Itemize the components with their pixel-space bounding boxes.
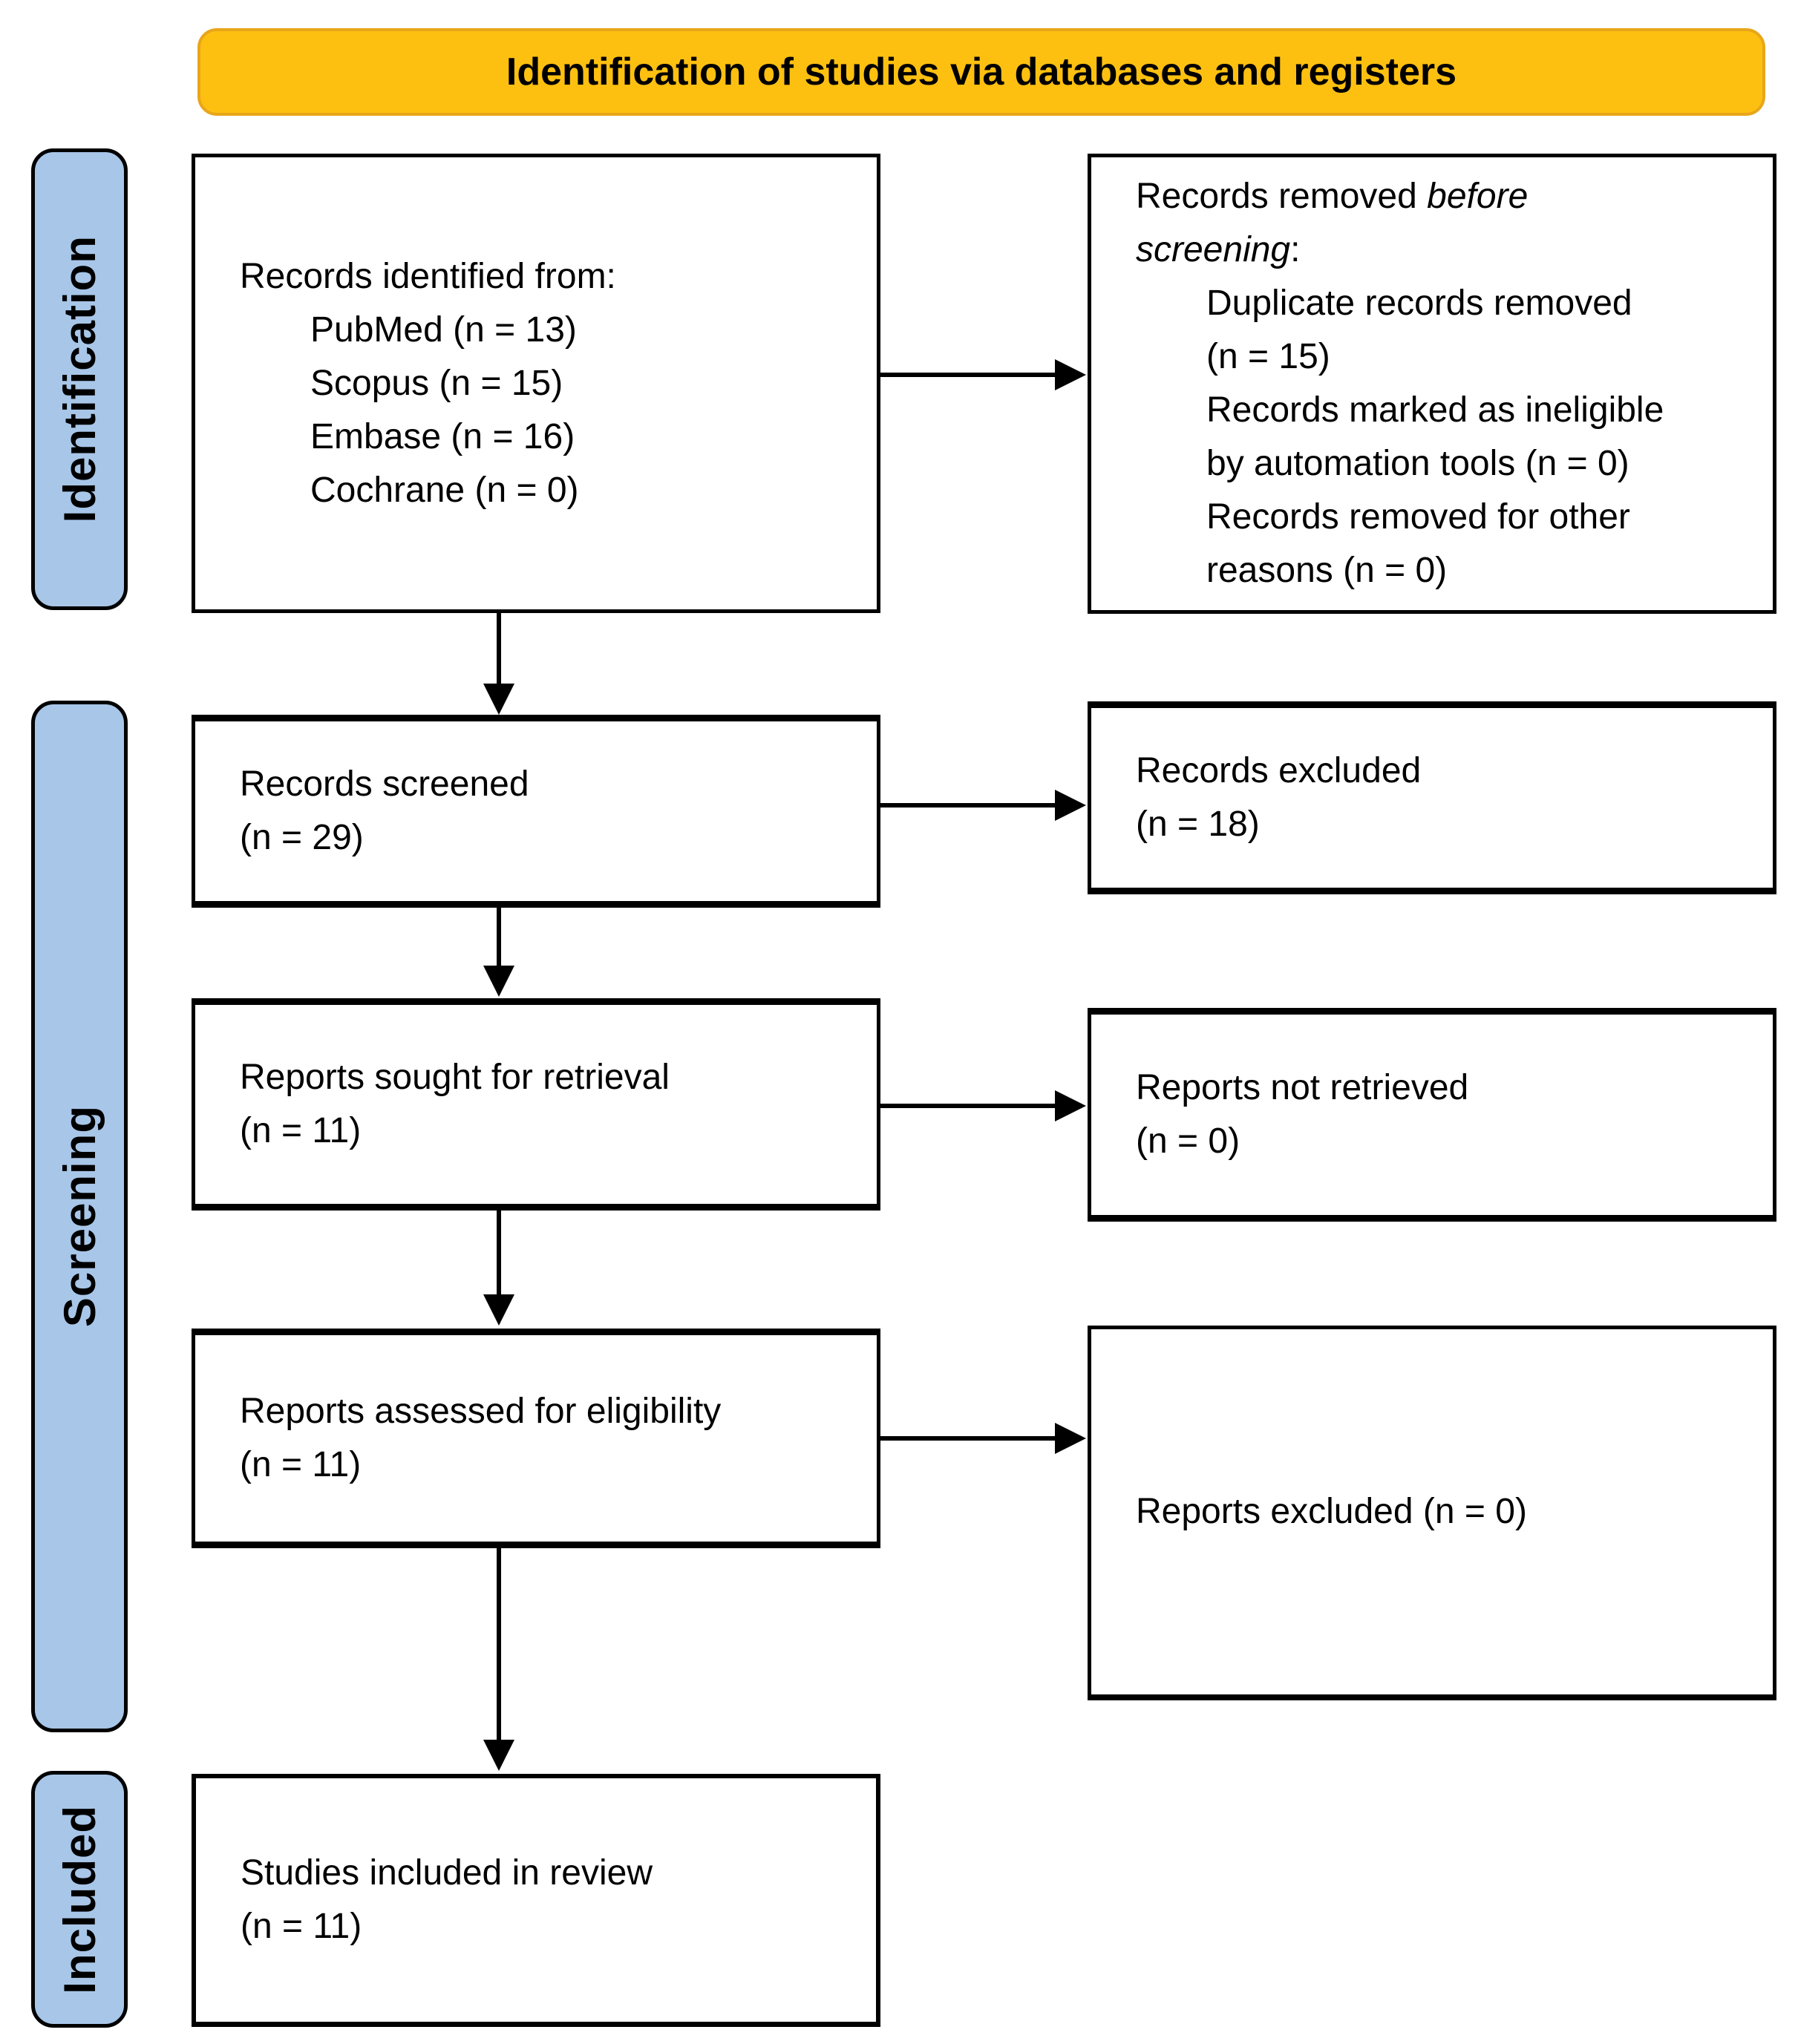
arrow-head-icon	[483, 684, 514, 715]
box-text: Records excluded	[1136, 751, 1422, 790]
arrow-line	[880, 373, 1057, 377]
box-count: (n = 11)	[240, 1445, 362, 1484]
box-text: Records screened	[240, 764, 529, 804]
box-reports-not-retrieved: Reports not retrieved (n = 0)	[1088, 1008, 1776, 1222]
box-records-removed-before-screening: Records removed before screening: Duplic…	[1088, 154, 1776, 614]
box-title: Records removed before screening:	[1136, 170, 1641, 277]
arrow-line	[880, 1436, 1057, 1441]
box-title-italic-text: before screening	[1136, 177, 1529, 269]
box-list-item: Records removed for other reasons (n = 0…	[1206, 497, 1630, 590]
arrow-line	[880, 803, 1057, 808]
box-title: Records identified from:	[240, 256, 616, 296]
box-count: (n = 0)	[1136, 1121, 1240, 1161]
box-list-item: Cochrane (n = 0)	[310, 470, 579, 510]
box-text: Reports sought for retrieval	[240, 1058, 670, 1097]
box-count: (n = 29)	[240, 818, 364, 857]
arrow-head-icon	[483, 1294, 514, 1326]
box-reports-excluded: Reports excluded (n = 0)	[1088, 1326, 1776, 1700]
stage-label-screening: Screening	[31, 701, 128, 1732]
arrow-head-icon	[1055, 1423, 1086, 1454]
stage-label-identification: Identification	[31, 148, 128, 610]
stage-label-text: Identification	[54, 235, 105, 523]
diagram-title: Identification of studies via databases …	[506, 50, 1457, 94]
arrow-head-icon	[1055, 359, 1086, 390]
diagram-title-banner: Identification of studies via databases …	[197, 28, 1765, 116]
arrow-line	[497, 908, 501, 969]
box-studies-included: Studies included in review (n = 11)	[192, 1774, 880, 2027]
arrow-head-icon	[1055, 790, 1086, 821]
box-list-item: Embase (n = 16)	[310, 416, 575, 456]
box-count: (n = 11)	[241, 1907, 362, 1946]
arrow-head-icon	[483, 1740, 514, 1771]
box-list-item: PubMed (n = 13)	[310, 309, 577, 350]
box-list-item: Scopus (n = 15)	[310, 363, 563, 403]
arrow-head-icon	[483, 966, 514, 997]
box-text: Reports not retrieved	[1136, 1068, 1469, 1107]
box-count: (n = 18)	[1136, 805, 1260, 844]
box-records-excluded: Records excluded (n = 18)	[1088, 701, 1776, 894]
stage-label-text: Included	[54, 1804, 105, 1994]
arrow-line	[880, 1104, 1057, 1108]
box-title-text: Records removed	[1136, 177, 1428, 216]
box-text: Studies included in review	[241, 1853, 653, 1893]
box-list-item: Records marked as ineligible by automati…	[1206, 390, 1664, 483]
arrow-head-icon	[1055, 1090, 1086, 1121]
stage-label-text: Screening	[54, 1105, 105, 1328]
box-count: (n = 11)	[240, 1111, 362, 1150]
box-text: Reports excluded (n = 0)	[1136, 1492, 1527, 1531]
arrow-line	[497, 1548, 501, 1743]
arrow-line	[497, 613, 501, 687]
box-list-item: Duplicate records removed (n = 15)	[1206, 284, 1632, 376]
box-records-identified: Records identified from: PubMed (n = 13)…	[192, 154, 880, 613]
arrow-line	[497, 1211, 501, 1296]
box-records-screened: Records screened (n = 29)	[192, 715, 880, 908]
box-reports-assessed: Reports assessed for eligibility (n = 11…	[192, 1329, 880, 1548]
box-text: Reports assessed for eligibility	[240, 1392, 722, 1431]
box-reports-sought: Reports sought for retrieval (n = 11)	[192, 998, 880, 1211]
stage-label-included: Included	[31, 1771, 128, 2028]
box-title-text: :	[1290, 230, 1301, 269]
